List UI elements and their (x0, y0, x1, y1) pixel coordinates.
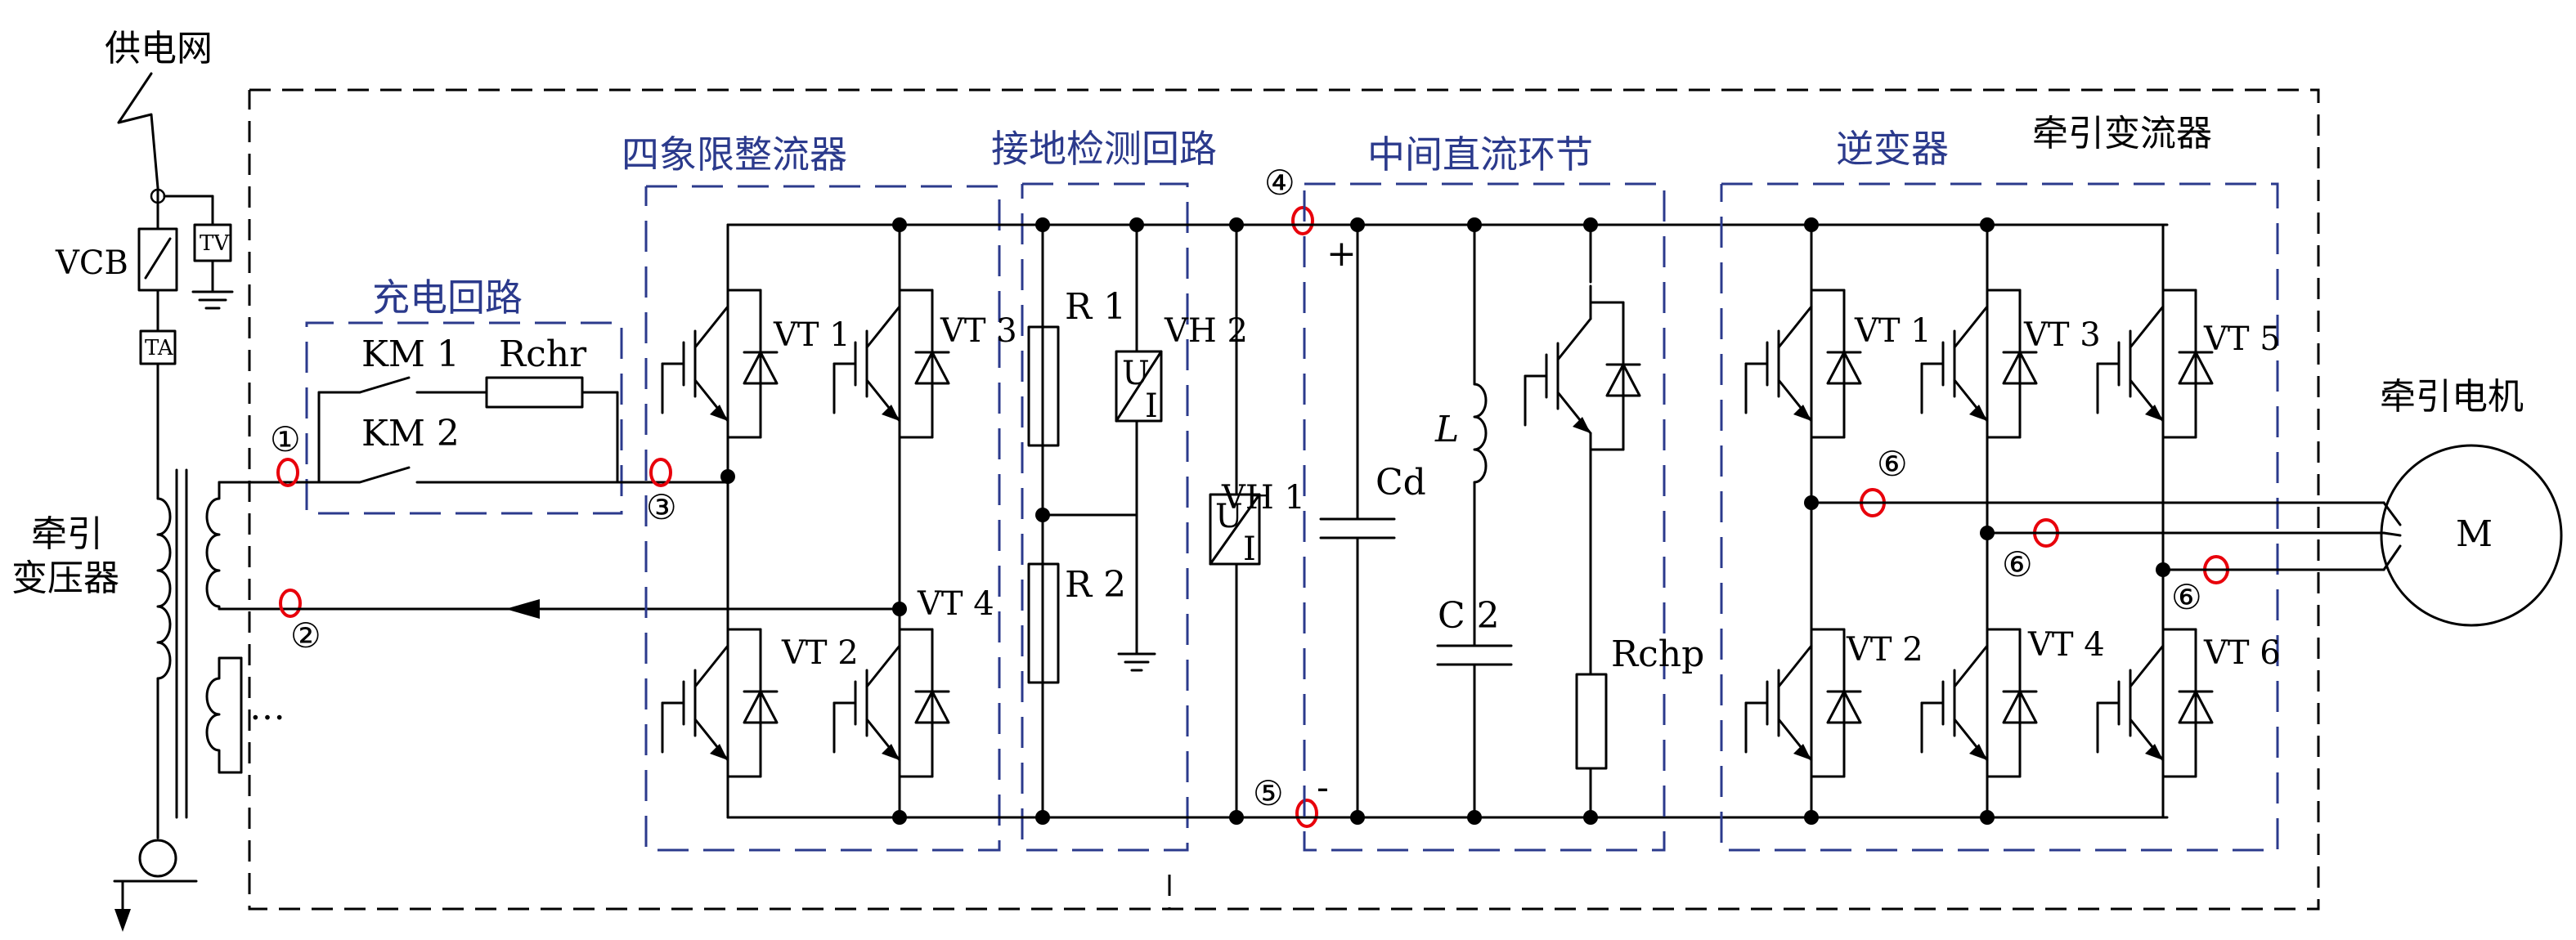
grid-label: 供电网 (105, 28, 213, 69)
resistor-r1 (1027, 325, 1060, 447)
svg-text:KM 2: KM 2 (361, 413, 460, 454)
converter-label: 牵引变流器 (2032, 113, 2212, 154)
resistor-r2 (1027, 562, 1060, 684)
ground-detect-circuit: 接地检测回路 R 1 R 2 U I VH 2 (991, 127, 1248, 852)
svg-text:①: ① (270, 419, 301, 459)
inv-igbt-vt1 (1744, 272, 1862, 455)
km2-gap (360, 466, 421, 490)
charging-resistor-rchr (485, 376, 584, 409)
converter-outer-frame: 牵引变流器 (248, 88, 2320, 911)
sensor-vh2 (1115, 350, 1163, 423)
dc-link-section: 中间直流环节 + - Cd L C 2 Rchp (1303, 132, 1704, 852)
svg-text:VT 6: VT 6 (2203, 634, 2281, 672)
svg-text:M: M (2456, 513, 2493, 555)
svg-text:VT 2: VT 2 (781, 634, 859, 672)
dc-link-label: 中间直流环节 (1367, 132, 1593, 177)
inv-igbt-vt6 (2096, 611, 2214, 795)
rect-igbt-vt1 (661, 272, 779, 455)
motor-title: 牵引电机 (2380, 376, 2524, 418)
motor-circle (2380, 444, 2563, 627)
chopper-resistor-rchp (1575, 673, 1608, 770)
current-direction-arrow-icon (505, 599, 540, 619)
svg-text:TA: TA (145, 336, 174, 360)
svg-text:VT 5: VT 5 (2203, 320, 2281, 358)
svg-text:U: U (1215, 498, 1243, 535)
inv-igbt-vt2 (1744, 611, 1862, 795)
four-quadrant-rectifier: 四象限整流器 VT 1 VT 3 VT 2 VT 4 (622, 132, 1017, 852)
svg-text:R 1: R 1 (1065, 286, 1126, 328)
svg-text:Rchr: Rchr (499, 333, 587, 375)
svg-text:VT 3: VT 3 (940, 312, 1017, 350)
svg-text:L: L (1434, 409, 1459, 450)
rect-igbt-vt2 (661, 611, 779, 795)
inductor-l (1473, 383, 1488, 484)
svg-text:③: ③ (646, 487, 677, 527)
supply-grid-section: 供电网 TV VCB TA 牵引 变压器 (11, 28, 292, 932)
svg-text:-: - (1317, 767, 1329, 808)
sensor-vh1-group: U I VH 1 (1209, 217, 1305, 825)
inv-igbt-vt4 (1920, 611, 2038, 795)
svg-text:…: … (249, 687, 285, 728)
ground-arrow-icon (114, 909, 131, 932)
inv-igbt-vt5 (2096, 272, 2214, 455)
transformer-secondary-coil (205, 481, 221, 611)
chopper-igbt (1524, 284, 1641, 468)
inverter-section: 逆变器 VT 1 VT 3 VT 5 VT 2 VT 4 VT 6 (1720, 127, 2402, 852)
test-point-3 (649, 458, 672, 487)
svg-text:U: U (1122, 355, 1150, 392)
charging-circuit: 充电回路 KM 1 Rchr KM 2 (289, 275, 729, 515)
svg-text:R 2: R 2 (1065, 564, 1126, 606)
test-point-4 (1291, 206, 1314, 235)
rectifier-label: 四象限整流器 (622, 132, 847, 177)
svg-text:C 2: C 2 (1438, 595, 1500, 637)
svg-text:⑥: ⑥ (2171, 577, 2202, 617)
svg-text:④: ④ (1264, 163, 1295, 203)
svg-text:VCB: VCB (55, 244, 128, 282)
test-point-1 (276, 458, 299, 487)
svg-text:VT 2: VT 2 (1846, 631, 1923, 669)
svg-text:VT 3: VT 3 (2023, 316, 2101, 354)
svg-text:I: I (1145, 387, 1158, 425)
transformer-label-1: 牵引 (31, 513, 103, 555)
svg-text:⑥: ⑥ (2002, 544, 2033, 584)
svg-text:Cd: Cd (1376, 462, 1426, 504)
transformer-primary-coil (156, 497, 172, 680)
test-point-5 (1295, 799, 1318, 828)
ground-detect-label: 接地检测回路 (991, 127, 1217, 171)
svg-text:VT 4: VT 4 (2027, 626, 2105, 664)
km1-contact (358, 376, 411, 394)
svg-text:VH 1: VH 1 (1221, 479, 1305, 517)
svg-text:VT 1: VT 1 (773, 316, 850, 354)
inv-igbt-vt3 (1920, 272, 2038, 455)
svg-text:+: + (1326, 233, 1357, 275)
sensor-vh1 (1209, 493, 1261, 566)
svg-text:VT 1: VT 1 (1854, 312, 1932, 350)
svg-text:⑤: ⑤ (1253, 773, 1284, 813)
traction-motor: 牵引电机 M (2380, 376, 2563, 627)
svg-text:Rchp: Rchp (1611, 633, 1704, 675)
svg-text:②: ② (290, 615, 321, 656)
svg-text:KM 1: KM 1 (361, 333, 460, 375)
ground-wheel-icon (138, 839, 177, 878)
svg-text:TV: TV (200, 231, 230, 256)
svg-text:VH 2: VH 2 (1164, 312, 1248, 350)
transformer-auxiliary-coil (205, 656, 243, 774)
transformer-label-2: 变压器 (11, 557, 119, 599)
svg-text:⑥: ⑥ (1877, 444, 1908, 484)
test-points: ① ② ③ ④ ⑤ ⑥ ⑥ ⑥ (270, 163, 2229, 828)
rect-igbt-vt3 (832, 272, 950, 455)
svg-text:VT 4: VT 4 (917, 585, 994, 623)
charging-label: 充电回路 (372, 275, 523, 320)
km2-contact (358, 466, 411, 484)
svg-text:I: I (1243, 530, 1256, 568)
inverter-label: 逆变器 (1836, 127, 1949, 171)
test-point-2 (279, 589, 302, 618)
